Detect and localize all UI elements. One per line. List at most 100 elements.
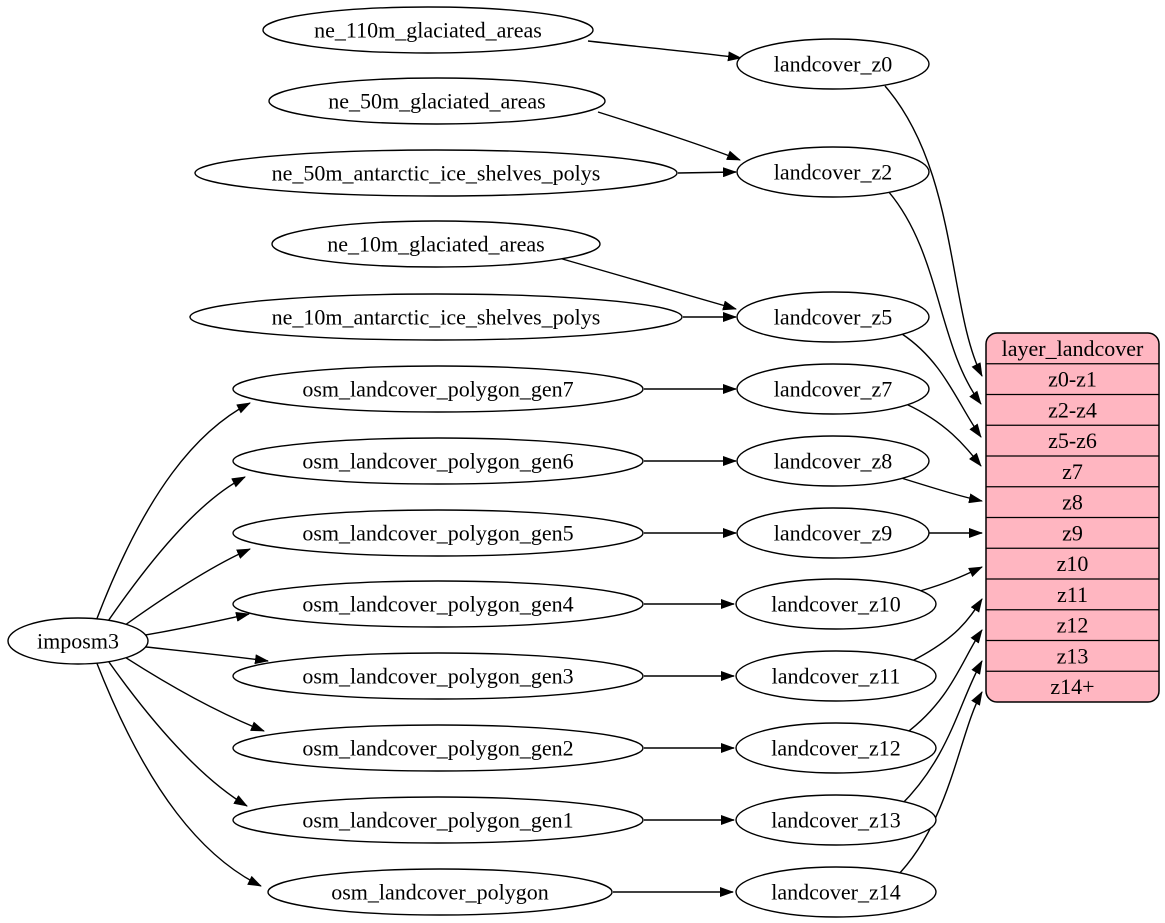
edge-imposm3-to-osm-landcover-polygon-gen6 (103, 476, 246, 628)
node-landcover-z14: landcover_z14 (735, 866, 937, 918)
node-shape (735, 578, 937, 630)
edge-imposm3-to-osm-landcover-polygon-gen3 (127, 644, 269, 665)
node-ne-10m-glaciated-areas: ne_10m_glaciated_areas (271, 220, 601, 268)
node-label: ne_10m_antarctic_ice_shelves_polys (272, 304, 601, 329)
node-label: landcover_z10 (771, 591, 901, 616)
node-osm-landcover-polygon-gen4: osm_landcover_polygon_gen4 (232, 580, 644, 628)
table-row-z2-z4: z2-z4 (1048, 397, 1097, 422)
table-row-z9: z9 (1062, 520, 1083, 545)
edge-landcover-z2-to-row-z2-z4 (887, 190, 982, 405)
node-shape (735, 866, 937, 918)
table-row-z10: z10 (1057, 551, 1089, 576)
node-ne-50m-glaciated-areas: ne_50m_glaciated_areas (268, 77, 606, 125)
table-row-z11: z11 (1057, 582, 1088, 607)
edges-layer (95, 40, 983, 897)
node-label: ne_10m_glaciated_areas (327, 231, 544, 256)
node-label: imposm3 (37, 628, 119, 653)
node-shape (262, 6, 594, 54)
node-shape (232, 724, 644, 772)
node-landcover-z7: landcover_z7 (736, 363, 930, 415)
node-landcover-z0: landcover_z0 (736, 38, 930, 90)
node-label: landcover_z2 (774, 159, 893, 184)
edge-ne-50m-glaciated-areas-to-landcover-z2 (597, 111, 741, 161)
node-landcover-z12: landcover_z12 (735, 722, 937, 774)
node-shape (232, 796, 644, 844)
node-label: ne_110m_glaciated_areas (314, 17, 542, 42)
node-label: osm_landcover_polygon_gen4 (302, 591, 573, 616)
node-label: landcover_z5 (774, 304, 893, 329)
node-label: osm_landcover_polygon_gen6 (302, 448, 573, 473)
node-shape (232, 509, 644, 557)
node-ne-110m-glaciated-areas: ne_110m_glaciated_areas (262, 6, 594, 54)
node-label: ne_50m_glaciated_areas (328, 88, 545, 113)
node-landcover-z2: landcover_z2 (736, 146, 930, 198)
table-row-z7: z7 (1062, 459, 1083, 484)
node-shape (232, 437, 644, 485)
node-ne-10m-antarctic-ice-shelves-polys: ne_10m_antarctic_ice_shelves_polys (189, 293, 683, 341)
edge-ne-110m-glaciated-areas-to-landcover-z0 (587, 40, 742, 62)
node-shape (736, 291, 930, 343)
node-shape (736, 38, 930, 90)
edge-landcover-z8-to-row-z8 (897, 476, 983, 504)
node-label: ne_50m_antarctic_ice_shelves_polys (272, 160, 601, 185)
table-row-z8: z8 (1062, 490, 1083, 515)
nodes-layer: imposm3 ne_110m_glaciated_areas ne_50m_gla… (7, 6, 937, 918)
node-label: osm_landcover_polygon (331, 879, 549, 904)
node-osm-landcover-polygon-gen2: osm_landcover_polygon_gen2 (232, 724, 644, 772)
node-landcover-z11: landcover_z11 (735, 650, 937, 702)
node-osm-landcover-polygon-gen3: osm_landcover_polygon_gen3 (232, 652, 644, 700)
edge-landcover-z0-to-row-z0-z1 (884, 85, 983, 377)
edge-ne-10m-glaciated-areas-to-landcover-z5 (551, 255, 737, 311)
node-shape (232, 580, 644, 628)
table-row-z13: z13 (1057, 643, 1089, 668)
node-landcover-z5: landcover_z5 (736, 291, 930, 343)
node-label: landcover_z12 (771, 735, 901, 760)
node-label: osm_landcover_polygon_gen2 (302, 735, 573, 760)
node-shape (735, 650, 937, 702)
node-label: osm_landcover_polygon_gen5 (302, 520, 573, 545)
edge-imposm3-to-osm-landcover-polygon (95, 660, 262, 887)
node-landcover-z10: landcover_z10 (735, 578, 937, 630)
node-landcover-z8: landcover_z8 (736, 435, 930, 487)
node-shape (271, 220, 601, 268)
table-layer-landcover: layer_landcoverz0-z1z2-z4z5-z6z7z8z9z10z… (985, 332, 1160, 703)
node-label: landcover_z8 (774, 448, 893, 473)
edge-landcover-z13-to-row-z13 (899, 660, 983, 807)
edge-landcover-z10-to-row-z10 (919, 566, 983, 592)
node-shape (232, 652, 644, 700)
node-label: landcover_z13 (771, 807, 901, 832)
node-label: landcover_z7 (774, 376, 893, 401)
node-osm-landcover-polygon-gen6: osm_landcover_polygon_gen6 (232, 437, 644, 485)
table-row-z12: z12 (1057, 613, 1089, 638)
edge-landcover-z5-to-row-z5-z6 (901, 333, 982, 438)
node-shape (736, 146, 930, 198)
node-shape (736, 507, 930, 559)
node-shape (735, 722, 937, 774)
table-row-z14plus: z14+ (1050, 674, 1094, 699)
edge-landcover-z11-to-row-z11 (911, 598, 983, 662)
node-osm-landcover-polygon-gen1: osm_landcover_polygon_gen1 (232, 796, 644, 844)
node-osm-landcover-polygon-gen5: osm_landcover_polygon_gen5 (232, 509, 644, 557)
node-label: landcover_z9 (774, 520, 893, 545)
table-title: layer_landcover (1002, 336, 1144, 361)
node-label: landcover_z0 (774, 51, 893, 76)
node-shape (7, 617, 149, 665)
node-imposm3: imposm3 (7, 617, 149, 665)
node-label: landcover_z11 (772, 663, 901, 688)
node-shape (268, 77, 606, 125)
edge-ne-50m-antarctic-ice-shelves-polys-to-landcover-z2 (677, 167, 737, 178)
node-shape (194, 149, 678, 197)
node-shape (232, 365, 644, 413)
node-label: osm_landcover_polygon_gen3 (302, 663, 573, 688)
edge-landcover-z12-to-row-z12 (904, 629, 983, 735)
table-row-z5-z6: z5-z6 (1048, 428, 1097, 453)
edge-imposm3-to-osm-landcover-polygon-gen2 (113, 649, 265, 732)
edge-landcover-z7-to-row-z7 (905, 403, 982, 467)
node-shape (736, 435, 930, 487)
node-osm-landcover-polygon-gen7: osm_landcover_polygon_gen7 (232, 365, 644, 413)
edge-imposm3-to-osm-landcover-polygon-gen7 (95, 402, 251, 622)
node-shape (189, 293, 683, 341)
edge-imposm3-to-osm-landcover-polygon-gen1 (103, 654, 248, 807)
